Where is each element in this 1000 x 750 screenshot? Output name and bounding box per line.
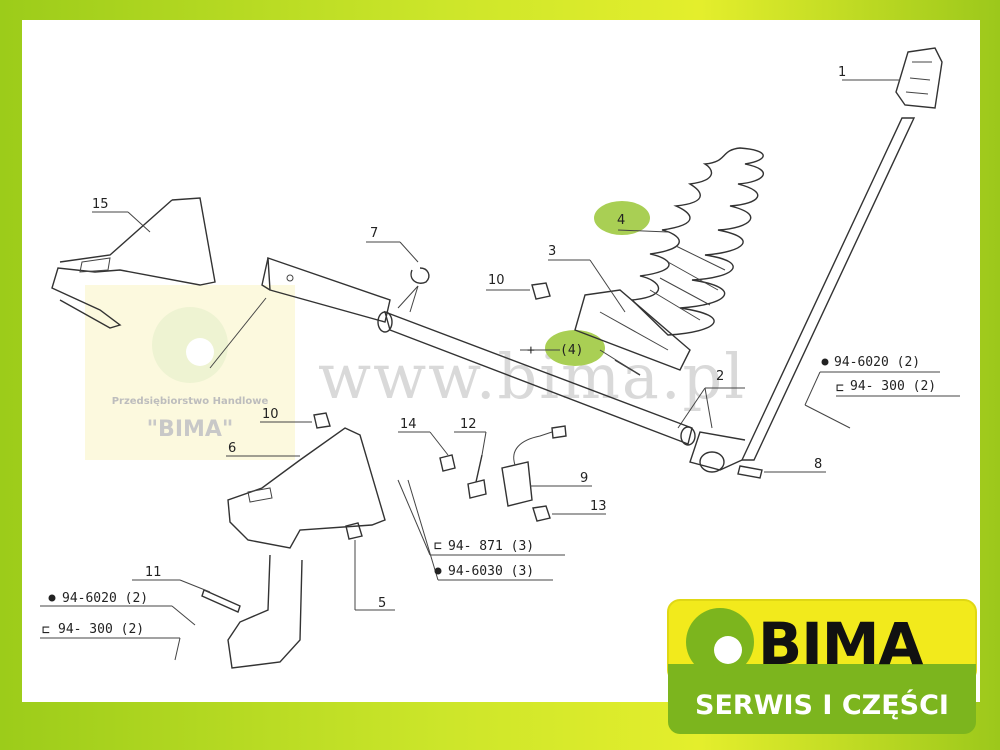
part-10-nut-top [486, 282, 551, 300]
leader-left-diag [171, 605, 196, 626]
part-9-switch [501, 425, 592, 507]
part-14-block [398, 431, 456, 472]
watermark-url: www.bima.pl [318, 340, 746, 413]
left-arm [261, 256, 391, 323]
leader-right-diag [804, 371, 821, 406]
label-10-top: 10 [488, 273, 505, 288]
nut-symbol-mid [434, 567, 442, 575]
part-7-clip [366, 241, 430, 313]
highlight-part-4b [545, 330, 605, 366]
leader-right-diag2 [804, 404, 851, 429]
leader-mid-1 [397, 479, 431, 556]
label-8: 8 [814, 457, 822, 472]
label-12: 12 [460, 417, 477, 432]
fastener-right-nut: 94-6020 (2) [834, 355, 920, 370]
label-5: 5 [378, 596, 386, 611]
leader-mid-2 [407, 479, 439, 581]
part-10-nut-low [260, 412, 331, 429]
watermark-stamp: Przedsiębiorstwo Handlowe "BIMA" [85, 285, 295, 460]
part-15-bracket [51, 197, 267, 369]
label-1: 1 [838, 65, 846, 80]
label-10-low: 10 [262, 407, 279, 422]
bolt-symbol-left: ⊏ [42, 623, 50, 638]
fastener-mid-nut: 94-6030 (3) [448, 564, 534, 579]
bolt-symbol-mid: ⊏ [434, 539, 442, 554]
part-11-pin [132, 579, 241, 613]
label-2: 2 [716, 369, 724, 384]
part-4-bellows [617, 147, 765, 336]
logo-name: BIMA [758, 610, 924, 678]
label-14: 14 [400, 417, 417, 432]
leader-left-diag2 [174, 637, 181, 661]
part-2-lever [677, 117, 916, 473]
label-4b: (4) [560, 343, 583, 358]
label-7: 7 [370, 226, 378, 241]
logo-tagline: SERWIS I CZĘŚCI [695, 689, 949, 721]
part-12-bolt [454, 431, 487, 499]
label-15: 15 [92, 197, 109, 212]
part-6-bracket [226, 427, 386, 669]
nut-symbol-left [48, 594, 56, 602]
label-13: 13 [590, 499, 607, 514]
label-11: 11 [145, 565, 162, 580]
bolt-symbol-right: ⊏ [836, 381, 844, 396]
nut-symbol-right [821, 358, 829, 366]
bima-logo: BIMA SERWIS I CZĘŚCI [667, 599, 977, 734]
label-6: 6 [228, 441, 236, 456]
fastener-mid-bolt: 94- 871 (3) [448, 539, 534, 554]
watermark-company-line: Przedsiębiorstwo Handlowe [112, 396, 269, 407]
highlight-part-4 [594, 201, 650, 235]
label-4: 4 [617, 213, 625, 228]
label-3: 3 [548, 244, 556, 259]
fastener-left-bolt: 94- 300 (2) [58, 622, 144, 637]
part-8-pin [737, 465, 826, 479]
part-1-knob [842, 47, 943, 109]
fastener-left-nut: 94-6020 (2) [62, 591, 148, 606]
leader-4b-diag [599, 349, 641, 376]
fastener-right-bolt: 94- 300 (2) [850, 379, 936, 394]
part-5-nut [345, 522, 395, 611]
watermark-company-name: "BIMA" [147, 417, 234, 442]
part-13-nut [532, 505, 606, 522]
label-9: 9 [580, 471, 588, 486]
main-shaft [377, 310, 696, 446]
label-4b-plus: + [527, 343, 535, 358]
